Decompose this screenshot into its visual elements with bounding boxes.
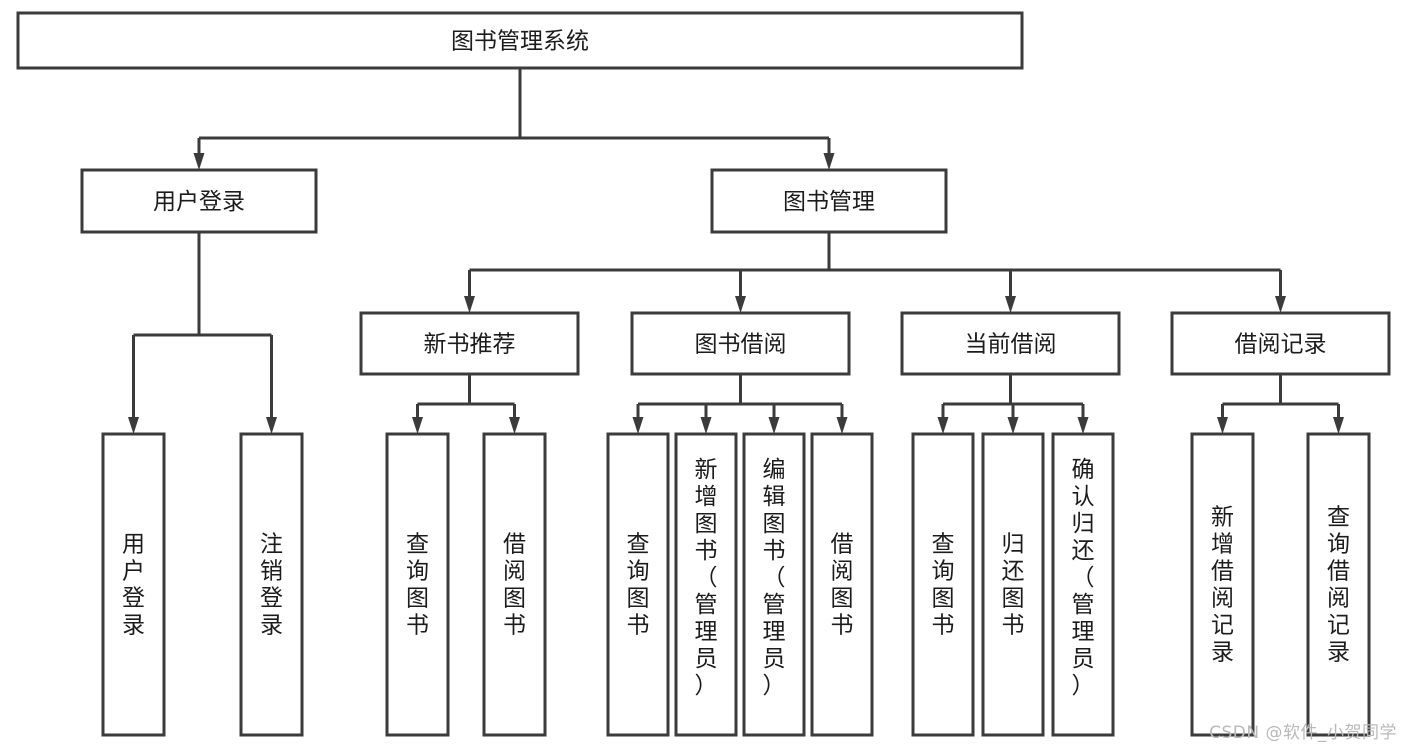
node-label-leaf-add-record: 新增借阅记录	[1211, 505, 1234, 666]
arrow-head-icon	[823, 153, 835, 170]
node-label-book-borrow: 图书借阅	[695, 332, 787, 358]
node-box-book-manage	[710, 168, 948, 234]
node-label-borrow-record: 借阅记录	[1235, 332, 1327, 358]
node-book-borrow[interactable]: 图书借阅	[630, 311, 851, 376]
node-box-borrow-record	[1170, 311, 1391, 376]
arrow-head-icon	[632, 417, 644, 434]
connector-group-new-book-recommend	[412, 374, 520, 434]
node-leaf-user-logout[interactable]: 注销登录	[239, 432, 304, 737]
node-label-leaf-return-book: 归还图书	[1002, 532, 1025, 639]
arrow-head-icon	[768, 417, 780, 434]
node-box-leaf-borrow-book-2	[810, 432, 874, 737]
arrow-head-icon	[128, 417, 139, 434]
node-box-leaf-query-book-2	[606, 432, 670, 737]
node-box-leaf-query-book-1	[385, 432, 450, 737]
node-leaf-query-book-1[interactable]: 查询图书	[385, 432, 450, 737]
arrow-head-icon	[836, 417, 848, 434]
node-box-leaf-borrow-book-1	[482, 432, 547, 737]
node-borrow-record[interactable]: 借阅记录	[1170, 311, 1391, 376]
node-box-leaf-confirm-return	[1051, 432, 1115, 737]
node-label-root: 图书管理系统	[451, 29, 589, 55]
node-box-leaf-user-login	[101, 432, 166, 737]
arrow-head-icon	[509, 417, 520, 434]
arrow-head-icon	[1077, 417, 1089, 434]
connector-group-book-manage	[464, 232, 1286, 313]
node-label-new-book-recommend: 新书推荐	[424, 332, 516, 358]
node-label-current-borrow: 当前借阅	[965, 332, 1057, 358]
node-leaf-query-book-3[interactable]: 查询图书	[911, 432, 975, 737]
node-box-user-login	[80, 168, 318, 234]
node-label-leaf-borrow-book-2: 借阅图书	[831, 532, 854, 639]
node-user-login[interactable]: 用户登录	[80, 168, 318, 234]
node-label-leaf-query-record: 查询借阅记录	[1327, 505, 1350, 666]
node-label-leaf-query-book-3: 查询图书	[932, 532, 955, 639]
node-label-leaf-confirm-return: 确认归还（管理员）	[1072, 457, 1095, 699]
arrow-head-icon	[937, 417, 949, 434]
node-box-current-borrow	[900, 311, 1121, 376]
node-leaf-borrow-book-2[interactable]: 借阅图书	[810, 432, 874, 737]
arrow-head-icon	[266, 417, 277, 434]
node-leaf-confirm-return[interactable]: 确认归还（管理员）	[1051, 432, 1115, 737]
arrow-head-icon	[1333, 417, 1344, 434]
node-leaf-user-login[interactable]: 用户登录	[101, 432, 166, 737]
node-box-leaf-add-book	[674, 432, 738, 737]
node-box-leaf-query-book-3	[911, 432, 975, 737]
node-box-new-book-recommend	[359, 311, 580, 376]
node-leaf-query-book-2[interactable]: 查询图书	[606, 432, 670, 737]
node-label-leaf-query-book-1: 查询图书	[406, 532, 429, 639]
node-book-manage[interactable]: 图书管理	[710, 168, 948, 234]
node-box-root	[16, 11, 1024, 70]
node-box-leaf-add-record	[1190, 432, 1255, 737]
node-box-leaf-user-logout	[239, 432, 304, 737]
connector-group-borrow-record	[1217, 374, 1344, 434]
node-label-user-login: 用户登录	[153, 189, 245, 215]
node-label-leaf-borrow-book-1: 借阅图书	[503, 532, 526, 639]
node-leaf-return-book[interactable]: 归还图书	[981, 432, 1045, 737]
connector-group-root	[193, 68, 835, 170]
arrow-head-icon	[412, 417, 423, 434]
arrow-head-icon	[464, 296, 475, 313]
node-box-leaf-edit-book	[742, 432, 806, 737]
node-label-leaf-user-logout: 注销登录	[260, 532, 283, 639]
node-label-leaf-add-book: 新增图书（管理员）	[695, 457, 718, 699]
arrow-head-icon	[1217, 417, 1228, 434]
node-leaf-add-record[interactable]: 新增借阅记录	[1190, 432, 1255, 737]
connector-group-user-login	[128, 232, 277, 434]
arrow-head-icon	[1005, 296, 1016, 313]
arrow-head-icon	[735, 296, 746, 313]
node-leaf-borrow-book-1[interactable]: 借阅图书	[482, 432, 547, 737]
node-leaf-query-record[interactable]: 查询借阅记录	[1306, 432, 1371, 737]
node-box-book-borrow	[630, 311, 851, 376]
node-box-leaf-query-record	[1306, 432, 1371, 737]
node-label-leaf-query-book-2: 查询图书	[627, 532, 650, 639]
node-label-leaf-user-login: 用户登录	[122, 532, 145, 639]
connector-group-book-borrow	[632, 374, 848, 434]
connector-group-current-borrow	[937, 374, 1089, 434]
arrow-head-icon	[1275, 296, 1286, 313]
node-label-book-manage: 图书管理	[783, 189, 875, 215]
node-new-book-recommend[interactable]: 新书推荐	[359, 311, 580, 376]
arrow-head-icon	[193, 153, 205, 170]
node-current-borrow[interactable]: 当前借阅	[900, 311, 1121, 376]
node-root[interactable]: 图书管理系统	[16, 11, 1024, 70]
node-leaf-add-book[interactable]: 新增图书（管理员）	[674, 432, 738, 737]
arrow-head-icon	[700, 417, 712, 434]
node-leaf-edit-book[interactable]: 编辑图书（管理员）	[742, 432, 806, 737]
connectors-layer	[128, 68, 1344, 434]
node-box-leaf-return-book	[981, 432, 1045, 737]
node-label-leaf-edit-book: 编辑图书（管理员）	[763, 457, 786, 699]
arrow-head-icon	[1007, 417, 1019, 434]
nodes-layer: 图书管理系统用户登录图书管理新书推荐图书借阅当前借阅借阅记录用户登录注销登录查询…	[16, 11, 1391, 737]
